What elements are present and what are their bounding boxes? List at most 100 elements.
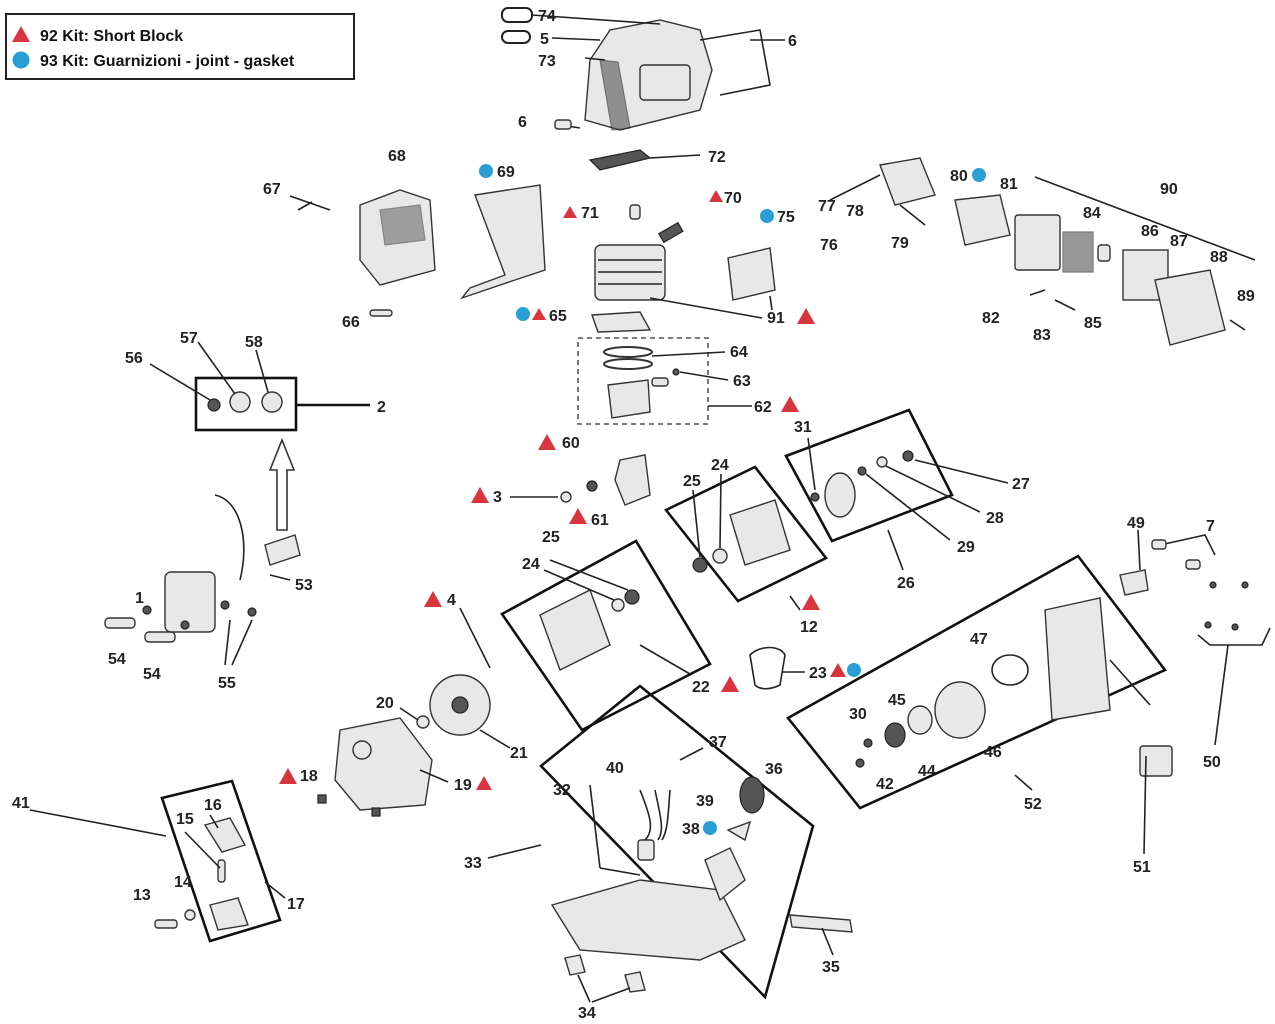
label-91: 91 [767, 310, 785, 327]
label-72: 72 [708, 149, 726, 166]
label-24-upper: 24 [711, 457, 729, 474]
label-54a: 54 [108, 651, 126, 668]
label-23: 23 [809, 665, 827, 682]
kit-triangle-icon [538, 434, 556, 450]
kit-dot-icon [479, 164, 493, 178]
kit-triangle-icon [830, 663, 846, 677]
label-51: 51 [1133, 859, 1151, 876]
label-58: 58 [245, 334, 263, 351]
label-30: 30 [849, 706, 867, 723]
kit-triangle-icon [563, 206, 577, 218]
label-32: 32 [553, 782, 571, 799]
label-87: 87 [1170, 233, 1188, 250]
engine-cover-group [501, 7, 785, 131]
label-35: 35 [822, 959, 840, 976]
label-7: 7 [1206, 518, 1215, 535]
legend: 92 Kit: Short Block 93 Kit: Guarnizioni … [5, 13, 355, 80]
label-88: 88 [1210, 249, 1228, 266]
label-63: 63 [733, 373, 751, 390]
label-24-lower: 24 [522, 556, 540, 573]
label-39: 39 [696, 793, 714, 810]
legend-short-block: 92 Kit: Short Block [40, 28, 183, 45]
kit-triangle-icon [532, 308, 546, 320]
label-14: 14 [174, 874, 192, 891]
label-37: 37 [709, 734, 727, 751]
short-block-triangle-icon [12, 26, 30, 42]
label-82: 82 [982, 310, 1000, 327]
label-18: 18 [300, 768, 318, 785]
label-53: 53 [295, 577, 313, 594]
label-81: 81 [1000, 176, 1018, 193]
label-33: 33 [464, 855, 482, 872]
label-50: 50 [1203, 754, 1221, 771]
label-77: 77 [818, 198, 836, 215]
label-44: 44 [918, 763, 936, 780]
label-80: 80 [950, 168, 968, 185]
kit-triangle-icon [797, 308, 815, 324]
label-46: 46 [984, 744, 1002, 761]
label-36: 36 [765, 761, 783, 778]
label-26: 26 [897, 575, 915, 592]
label-69: 69 [497, 164, 515, 181]
label-61: 61 [591, 512, 609, 529]
label-15: 15 [176, 811, 194, 828]
label-90: 90 [1160, 181, 1178, 198]
label-70: 70 [724, 190, 742, 207]
label-31: 31 [794, 419, 812, 436]
label-83: 83 [1033, 327, 1051, 344]
label-12: 12 [800, 619, 818, 636]
label-2: 2 [377, 399, 386, 416]
kit-triangle-icon [471, 487, 489, 503]
kit-triangle-icon [569, 508, 587, 524]
label-85: 85 [1084, 315, 1102, 332]
label-17: 17 [287, 896, 305, 913]
label-62: 62 [754, 399, 772, 416]
kit-triangle-icon [781, 396, 799, 412]
label-47: 47 [970, 631, 988, 648]
label-76: 76 [820, 237, 838, 254]
label-86: 86 [1141, 223, 1159, 240]
label-57: 57 [180, 330, 198, 347]
kit-triangle-icon [279, 768, 297, 784]
label-13: 13 [133, 887, 151, 904]
label-75: 75 [777, 209, 795, 226]
label-67: 67 [263, 181, 281, 198]
kit-dot-icon [972, 168, 986, 182]
label-73: 73 [538, 53, 556, 70]
label-84: 84 [1083, 205, 1101, 222]
label-29: 29 [957, 539, 975, 556]
label-65: 65 [549, 308, 567, 325]
label-78: 78 [846, 203, 864, 220]
label-38: 38 [682, 821, 700, 838]
legend-gasket: 93 Kit: Guarnizioni - joint - gasket [40, 53, 295, 70]
label-19: 19 [454, 777, 472, 794]
label-45: 45 [888, 692, 906, 709]
label-6-left: 6 [518, 114, 527, 131]
label-28: 28 [986, 510, 1004, 527]
label-25-lower: 25 [542, 529, 560, 546]
label-3: 3 [493, 489, 502, 506]
label-49: 49 [1127, 515, 1145, 532]
label-41: 41 [12, 795, 30, 812]
label-74: 74 [538, 8, 556, 25]
label-25-upper: 25 [683, 473, 701, 490]
kit-triangle-icon [424, 591, 442, 607]
label-60: 60 [562, 435, 580, 452]
label-52: 52 [1024, 796, 1042, 813]
label-89: 89 [1237, 288, 1255, 305]
label-55: 55 [218, 675, 236, 692]
label-34: 34 [578, 1005, 596, 1022]
label-4: 4 [447, 592, 456, 609]
label-64: 64 [730, 344, 748, 361]
label-16: 16 [204, 797, 222, 814]
label-71: 71 [581, 205, 599, 222]
label-42: 42 [876, 776, 894, 793]
label-20: 20 [376, 695, 394, 712]
label-22: 22 [692, 679, 710, 696]
carburetor-group [829, 157, 1256, 346]
label-6-top: 6 [788, 33, 797, 50]
label-40: 40 [606, 760, 624, 777]
kit-dot-icon [516, 307, 530, 321]
label-21: 21 [510, 745, 528, 762]
kit-triangle-icon [721, 676, 739, 692]
